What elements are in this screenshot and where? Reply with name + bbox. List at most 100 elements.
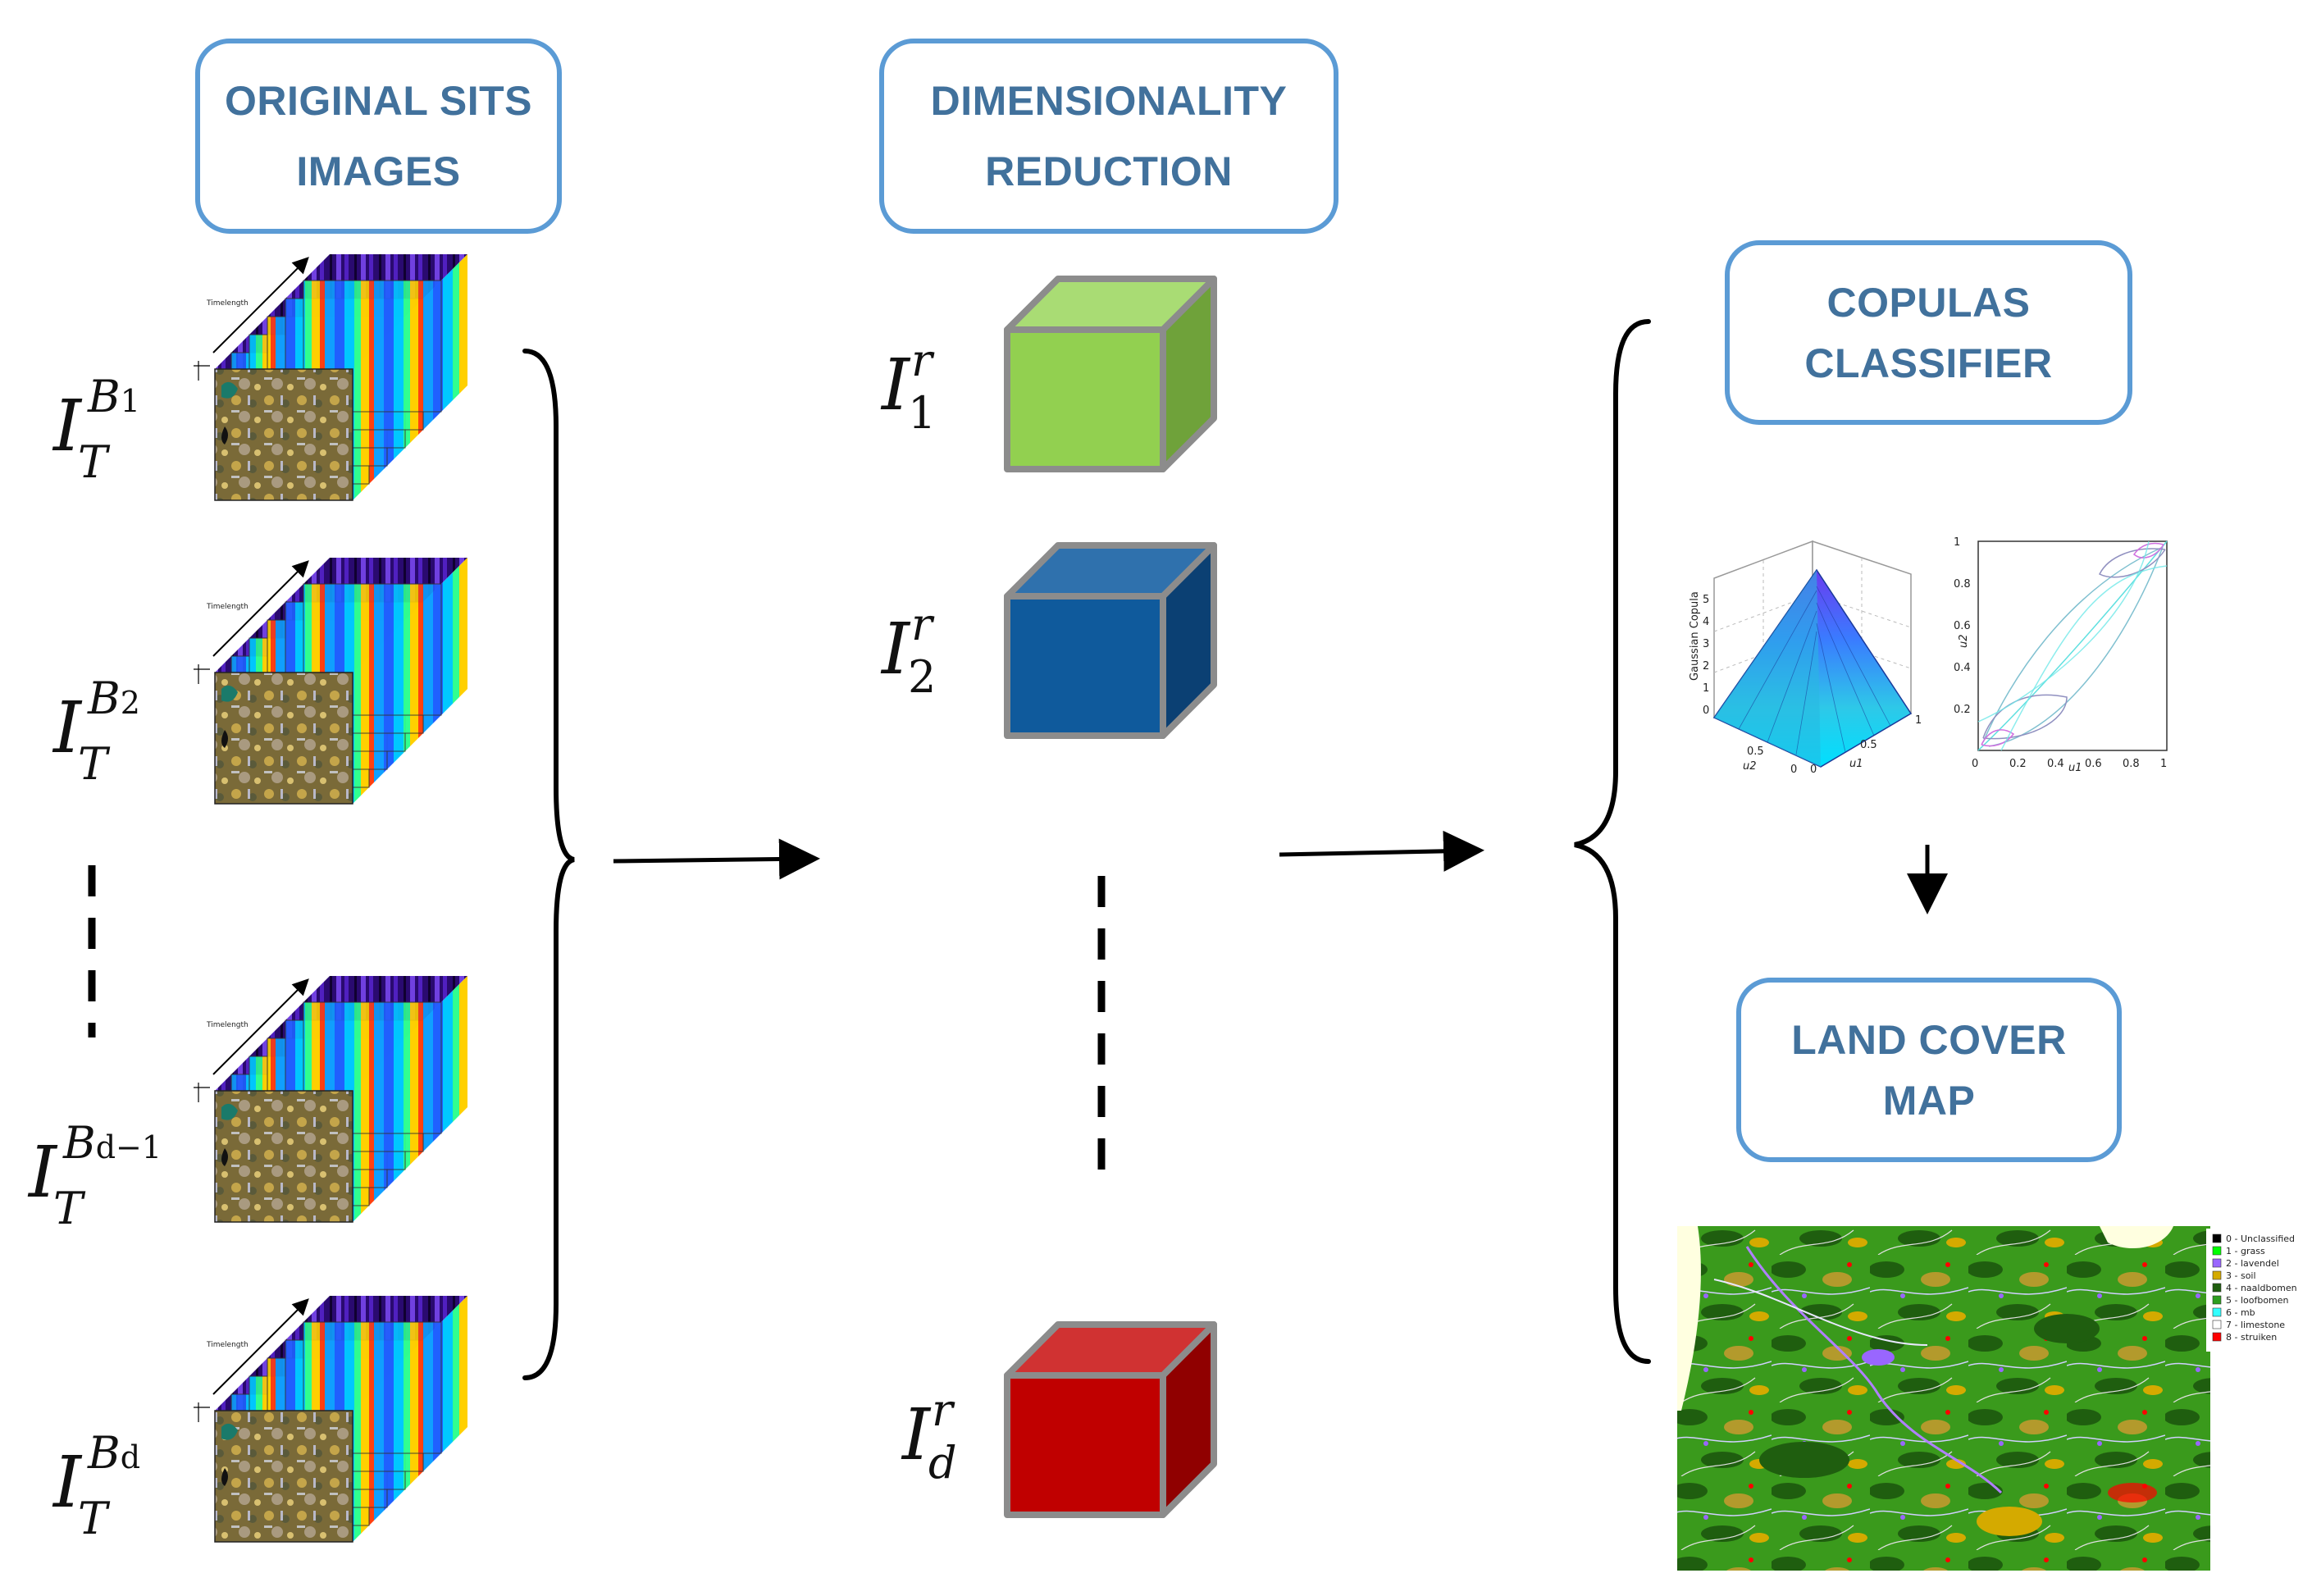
label-sup-index: d−1 — [95, 1129, 162, 1165]
copula-z-tick: 5 — [1703, 594, 1709, 606]
contour-x-tick: 0.6 — [2085, 758, 2102, 770]
header-map-line1: LAND COVER — [1791, 1016, 2067, 1063]
copula-z-tick: 1 — [1703, 682, 1709, 695]
legend-label: 4 - naaldbomen — [2226, 1283, 2297, 1293]
label-sup-main: B — [88, 371, 121, 422]
legend-label: 7 - limestone — [2226, 1320, 2285, 1330]
cube-water-feature — [221, 1423, 238, 1440]
contour-y-tick: 1 — [1954, 536, 1960, 549]
cube-front-face — [214, 368, 353, 501]
copula-z-tick: 3 — [1703, 638, 1709, 650]
label-sup: r — [911, 335, 933, 386]
header-reduction-line2: REDUCTION — [985, 148, 1233, 194]
label-sup-index: d — [120, 1439, 141, 1475]
label-input-image-d: I Bd T — [53, 1427, 140, 1544]
contour-x-tick: 0.2 — [2009, 758, 2027, 770]
contour-y-tick: 0.8 — [1954, 578, 1971, 591]
copula-u2-label: u2 — [1743, 760, 1757, 773]
label-sub: T — [78, 1493, 108, 1544]
copula-u1-tick-0: 0 — [1810, 764, 1817, 776]
copula-u1-tick-2: 1 — [1915, 714, 1922, 727]
label-sup: Bd — [88, 1427, 140, 1479]
legend-swatch — [2212, 1332, 2222, 1342]
reduced-cube-front — [1004, 326, 1166, 472]
cube-water-feature — [221, 381, 238, 399]
label-sub: T — [78, 436, 108, 488]
cube-axis-label: Timelength — [206, 1341, 249, 1349]
contour-y-tick: 0.6 — [1954, 620, 1971, 632]
header-original-line1: ORIGINAL SITS — [224, 78, 533, 124]
label-sub: T — [53, 1183, 84, 1234]
contour-y-tick: 0.4 — [1954, 662, 1971, 674]
reduced-cube-3 — [1004, 1321, 1217, 1518]
label-sup: B1 — [88, 371, 140, 422]
label-sup: B2 — [88, 673, 140, 724]
label-reduced-image-d: I r d — [902, 1384, 957, 1489]
cube-dark-feature — [221, 730, 228, 748]
contour-y-ticks: 0.2 0.4 0.6 0.8 1 — [1954, 536, 1971, 716]
contour-x-tick: 0.4 — [2047, 758, 2064, 770]
legend-swatch — [2212, 1246, 2222, 1256]
cube-dark-feature — [221, 1468, 228, 1486]
legend-swatch — [2212, 1307, 2222, 1317]
contour-y-tick: 0.2 — [1954, 704, 1971, 716]
copula-u2-tick-0: 0.5 — [1747, 746, 1764, 758]
label-reduced-image-2: I r 2 — [882, 599, 936, 703]
cube-water-feature — [221, 685, 238, 702]
header-map-line2: MAP — [1882, 1077, 1976, 1124]
header-original-line2: IMAGES — [296, 148, 461, 194]
legend-label: 1 - grass — [2226, 1246, 2265, 1256]
contour-x-tick: 1 — [2160, 758, 2167, 770]
header-classifier-line2: CLASSIFIER — [1804, 340, 2053, 386]
legend-swatch — [2212, 1258, 2222, 1268]
label-reduced-image-1: I r 1 — [882, 335, 936, 439]
label-input-image-d-minus-1: I Bd−1 T — [29, 1117, 162, 1234]
cube-dark-feature — [221, 1148, 228, 1166]
cube-axis-label: Timelength — [206, 1021, 249, 1029]
label-sup-index: 1 — [120, 383, 140, 419]
contour-x-tick: 0.8 — [2123, 758, 2140, 770]
copula-u2-tick-1: 0 — [1790, 764, 1797, 776]
header-dimensionality-reduction: DIMENSIONALITY REDUCTION — [879, 39, 1338, 234]
contour-y-label: u2 — [1958, 634, 1970, 648]
cube-time-arrow — [212, 1298, 309, 1395]
label-sup-index: 2 — [120, 685, 140, 721]
legend-swatch — [2212, 1295, 2222, 1305]
copula-u1-label: u1 — [1849, 758, 1863, 770]
label-base: I — [53, 1442, 81, 1524]
cube-dark-feature — [221, 426, 228, 445]
header-original-sits-images: ORIGINAL SITS IMAGES — [195, 39, 562, 234]
legend-label: 3 - soil — [2226, 1270, 2256, 1281]
sits-cube-2: Timelength — [194, 558, 467, 805]
legend-swatch — [2212, 1233, 2222, 1243]
label-sub: 2 — [908, 651, 937, 703]
label-sup-main: B — [88, 673, 121, 724]
legend-swatch — [2212, 1283, 2222, 1293]
label-sub: 1 — [908, 387, 937, 439]
legend-label: 6 - mb — [2226, 1307, 2255, 1318]
label-base: I — [53, 385, 81, 467]
legend-swatch — [2212, 1320, 2222, 1329]
reduced-image-cubes — [1004, 276, 1217, 1518]
reduced-cube-2 — [1004, 542, 1217, 739]
sits-cube-1: Timelength — [194, 254, 467, 501]
label-sup-main: B — [88, 1427, 121, 1479]
label-sub: T — [78, 738, 108, 790]
cube-time-arrow — [212, 257, 309, 353]
contour-x-label: u1 — [2068, 762, 2082, 774]
label-sup: r — [911, 599, 933, 650]
cube-time-arrow — [212, 978, 309, 1075]
label-input-image-1: I B1 T — [53, 371, 140, 488]
right-brace — [1574, 319, 1651, 1364]
reduced-cube-front — [1004, 593, 1166, 739]
label-base: I — [882, 609, 910, 691]
copula-z-tick: 0 — [1703, 705, 1709, 717]
cube-water-feature — [221, 1103, 238, 1120]
legend-label: 8 - struiken — [2226, 1332, 2277, 1343]
legend-label: 5 - loofbomen — [2226, 1295, 2289, 1306]
